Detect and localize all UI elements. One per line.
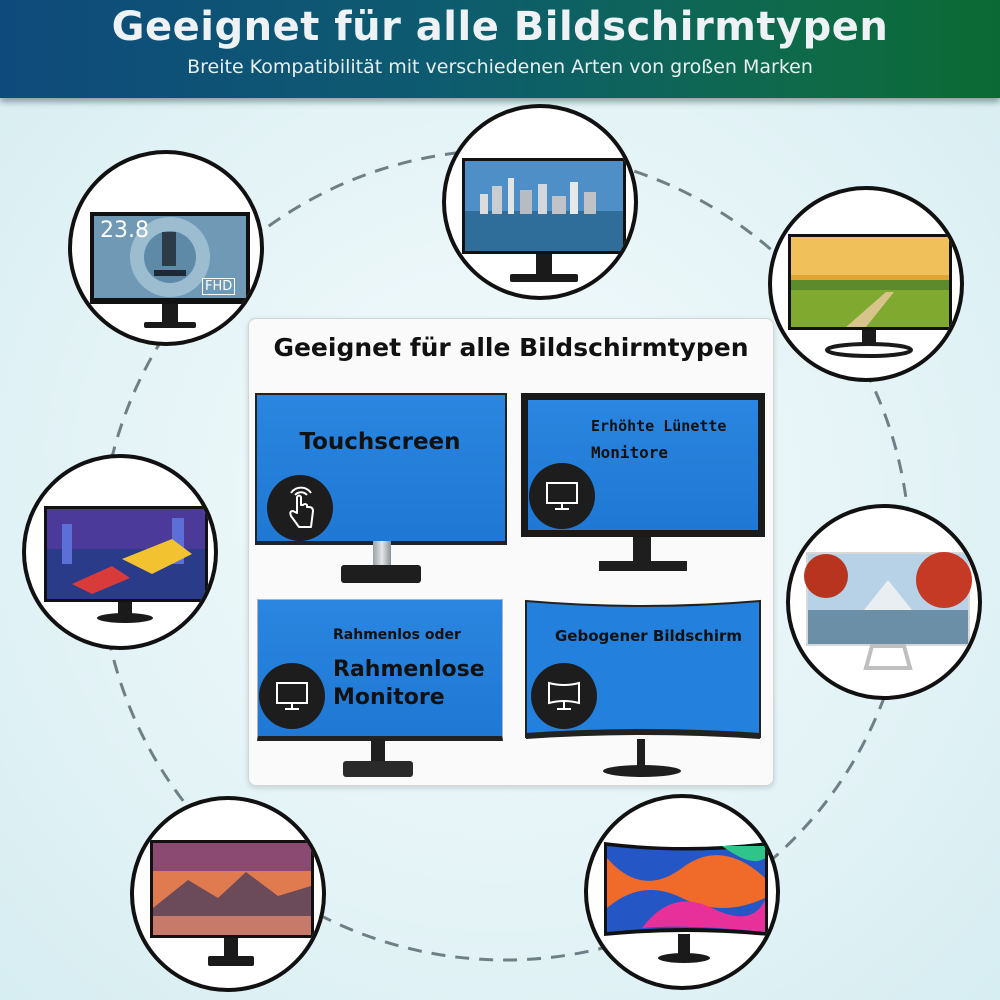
tile-touchscreen: Touchscreen bbox=[255, 393, 507, 589]
touch-hand-icon bbox=[267, 475, 333, 541]
tile-frameless: Rahmenlos oder Rahmenlose Monitore bbox=[257, 599, 507, 779]
raised-bezel-stand bbox=[633, 537, 651, 563]
header-title: Geeignet für alle Bildschirmtypen bbox=[111, 4, 889, 50]
curved-base bbox=[603, 765, 681, 777]
monitor-field-image bbox=[788, 234, 952, 358]
bubble-monitor-sunset bbox=[130, 796, 326, 992]
raised-bezel-label-line1: Erhöhte Lünette bbox=[591, 417, 727, 435]
tile-curved: Gebogener Bildschirm bbox=[525, 599, 765, 783]
monitor-icon bbox=[529, 463, 595, 529]
raised-bezel-label-line2: Monitore bbox=[591, 443, 669, 462]
monitor-icon bbox=[259, 663, 325, 729]
raised-bezel-base bbox=[599, 561, 687, 571]
bubble-monitor-city bbox=[442, 104, 638, 300]
monitor-game-image bbox=[44, 506, 208, 623]
fhd-badge: FHD bbox=[202, 278, 236, 295]
frameless-label-big2: Monitore bbox=[333, 685, 445, 710]
bubble-monitor-fhd: 23.8 FHD bbox=[68, 150, 264, 346]
panel-title: Geeignet für alle Bildschirmtypen bbox=[273, 333, 749, 362]
curved-monitor-icon bbox=[531, 663, 597, 729]
monitor-tree-image bbox=[804, 552, 972, 670]
bubble-monitor-field bbox=[768, 186, 964, 382]
touchscreen-base bbox=[341, 565, 421, 583]
bubble-monitor-tree bbox=[786, 504, 982, 700]
curved-stand bbox=[637, 739, 645, 767]
bubble-monitor-game bbox=[22, 454, 218, 650]
monitor-sunset-image bbox=[150, 840, 314, 966]
monitor-curved-image bbox=[604, 842, 768, 963]
frameless-base bbox=[343, 761, 413, 777]
tile-raised-bezel: Erhöhte Lünette Monitore bbox=[521, 393, 767, 583]
monitor-fhd-image bbox=[90, 212, 250, 328]
touchscreen-stand bbox=[373, 541, 391, 567]
touchscreen-label: Touchscreen bbox=[299, 429, 461, 455]
header-banner: Geeignet für alle Bildschirmtypen Breite… bbox=[0, 0, 1000, 98]
center-panel: Geeignet für alle Bildschirmtypen Touchs… bbox=[248, 318, 774, 786]
curved-label: Gebogener Bildschirm bbox=[555, 627, 743, 645]
frameless-label-big1: Rahmenlose bbox=[333, 657, 485, 682]
frameless-label-small: Rahmenlos oder bbox=[333, 627, 461, 643]
monitor-size-label: 23.8 bbox=[100, 218, 149, 243]
bubble-monitor-curved bbox=[584, 794, 780, 990]
header-subtitle: Breite Kompatibilität mit verschiedenen … bbox=[187, 56, 813, 78]
frameless-stand bbox=[371, 739, 385, 763]
monitor-city-image bbox=[462, 158, 626, 282]
